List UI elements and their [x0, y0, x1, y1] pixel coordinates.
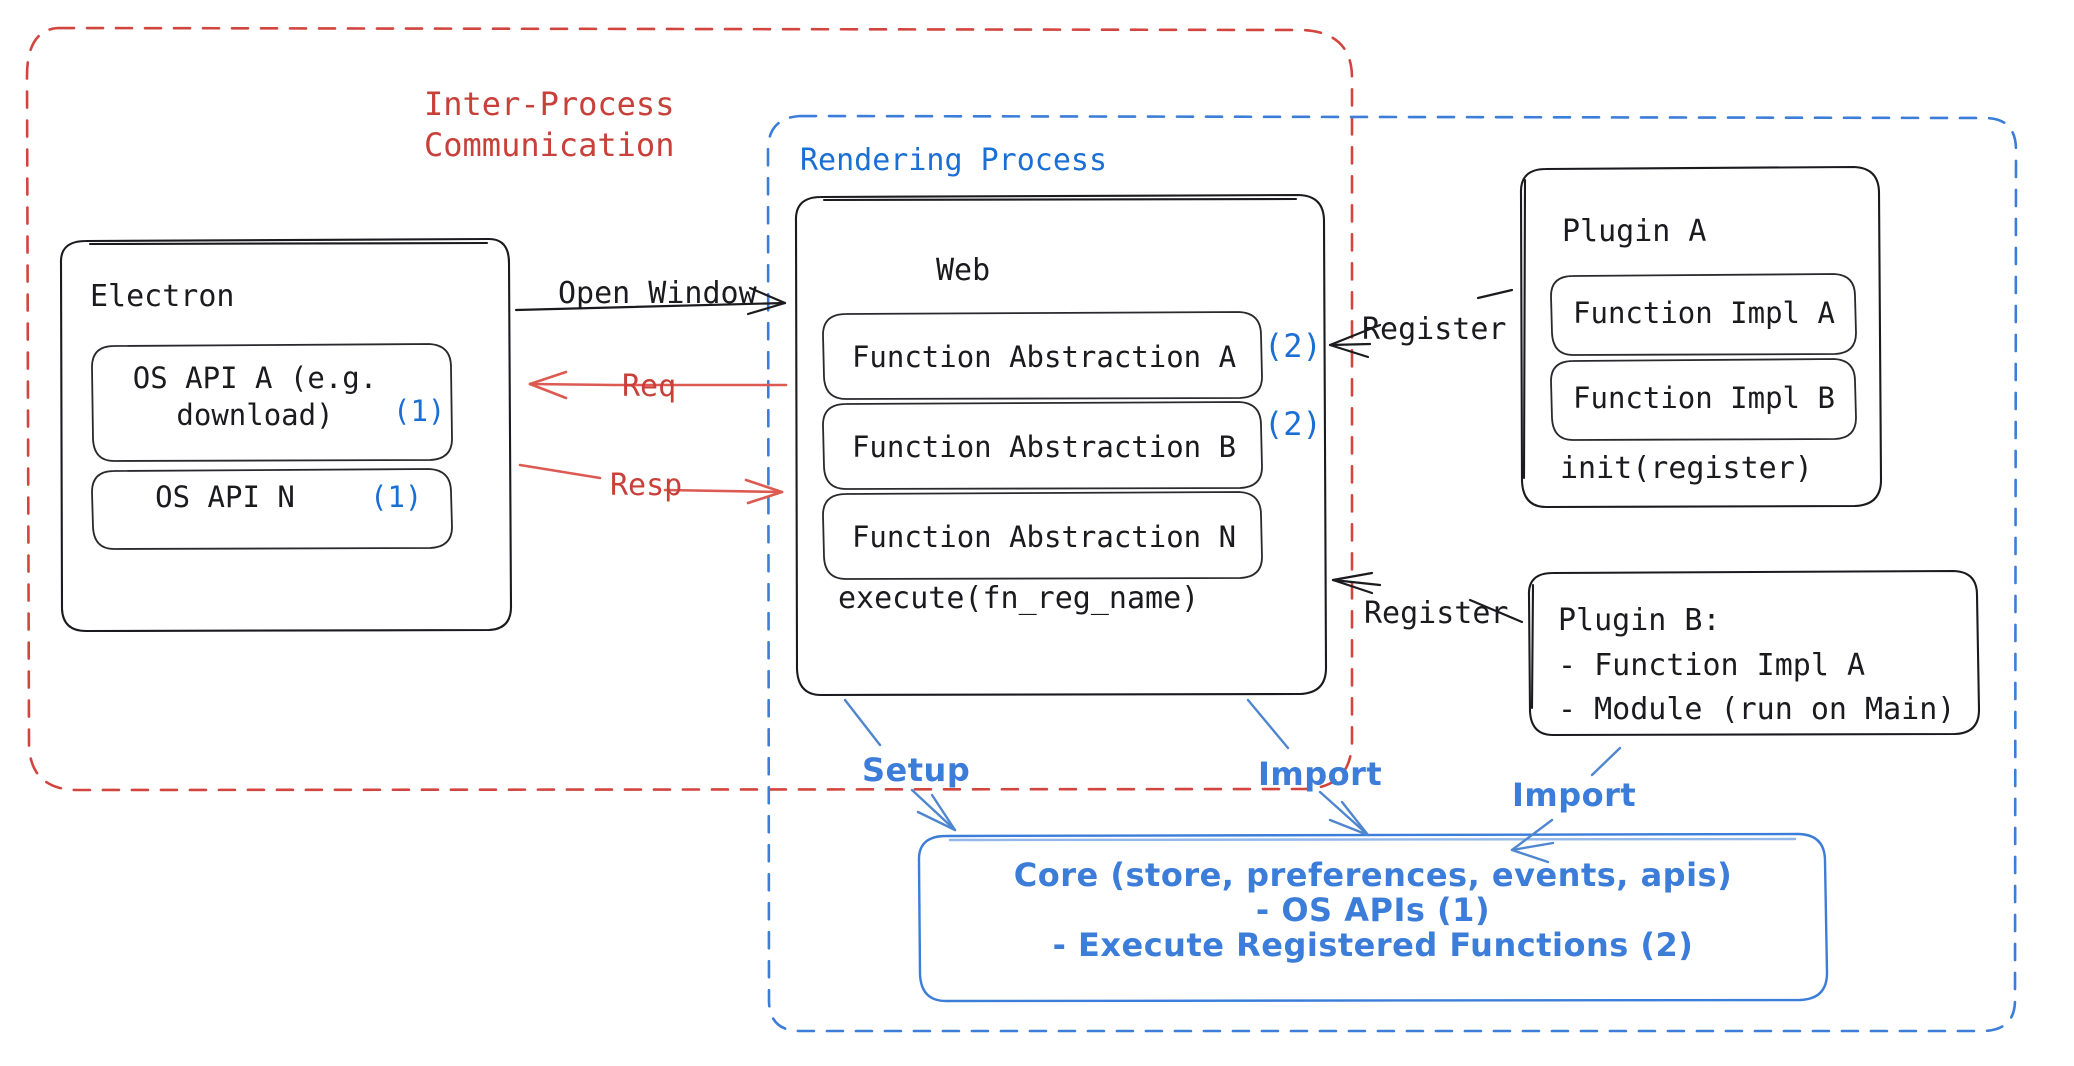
register-plugin-a-label: Register: [1362, 312, 1507, 347]
function-abstraction-n-box: [822, 491, 1263, 580]
import-plugin-label: Import: [1512, 776, 1637, 814]
function-abstraction-a-marker: (2): [1264, 327, 1322, 365]
function-abstraction-b-label: Function Abstraction B: [851, 430, 1237, 464]
register-plugin-a-arrow: [1328, 288, 1514, 359]
function-abstraction-b-marker: (2): [1264, 405, 1322, 443]
os-api-n-label: OS API N: [155, 480, 295, 514]
plugin-b-title: Plugin B:: [1558, 603, 1721, 638]
os-api-a-marker: (1): [393, 394, 446, 428]
web-title: Web: [936, 253, 991, 288]
function-impl-b-label: Function Impl B: [1573, 381, 1835, 415]
register-plugin-b-label: Register: [1364, 596, 1509, 631]
rendering-container-title: Rendering Process: [800, 143, 1108, 178]
os-api-a-label: OS API A (e.g. download): [132, 361, 378, 433]
setup-arrow: [843, 698, 957, 832]
ipc-container-border: [25, 26, 1354, 792]
core-line-1: - OS APIs (1): [1255, 891, 1491, 929]
import-web-label: Import: [1258, 755, 1383, 793]
function-impl-a-box: [1550, 273, 1857, 356]
core-box: [917, 832, 1829, 1003]
req-arrow: [528, 370, 788, 400]
os-api-n-box: [91, 468, 453, 550]
function-abstraction-n-label: Function Abstraction N: [851, 520, 1237, 554]
import-plugin-arrow: [1510, 746, 1622, 864]
plugin-b-item-1: - Module (run on Main): [1558, 692, 1956, 727]
open-window-arrow: [514, 286, 787, 316]
plugin-b-item-0: - Function Impl A: [1558, 648, 1866, 683]
setup-label: Setup: [862, 751, 971, 789]
os-api-n-marker: (1): [370, 480, 423, 514]
open-window-label: Open Window: [558, 276, 757, 311]
function-impl-a-label: Function Impl A: [1573, 296, 1835, 330]
rendering-container-border: [766, 114, 2018, 1033]
function-abstraction-a-box: [822, 311, 1263, 400]
ipc-container-title: Inter-Process Communication: [424, 85, 675, 164]
function-impl-b-box: [1550, 358, 1857, 441]
function-abstraction-a-label: Function Abstraction A: [851, 340, 1237, 374]
plugin-a-init-label: init(register): [1560, 451, 1813, 486]
resp-label: Resp: [610, 468, 683, 503]
resp-arrow: [518, 463, 784, 505]
function-abstraction-b-box: [822, 401, 1263, 490]
plugin-a-title: Plugin A: [1562, 214, 1707, 249]
electron-title: Electron: [90, 279, 235, 314]
web-execute-method: execute(fn_reg_name): [838, 581, 1200, 616]
import-web-arrow: [1246, 698, 1370, 837]
core-line-2: - Execute Registered Functions (2): [1052, 926, 1694, 964]
req-label: Req: [622, 369, 677, 404]
plugin-b-box: [1527, 569, 1981, 737]
os-api-a-box: [91, 343, 453, 462]
register-plugin-b-arrow: [1331, 571, 1524, 624]
core-line-0: Core (store, preferences, events, apis): [1013, 856, 1733, 894]
